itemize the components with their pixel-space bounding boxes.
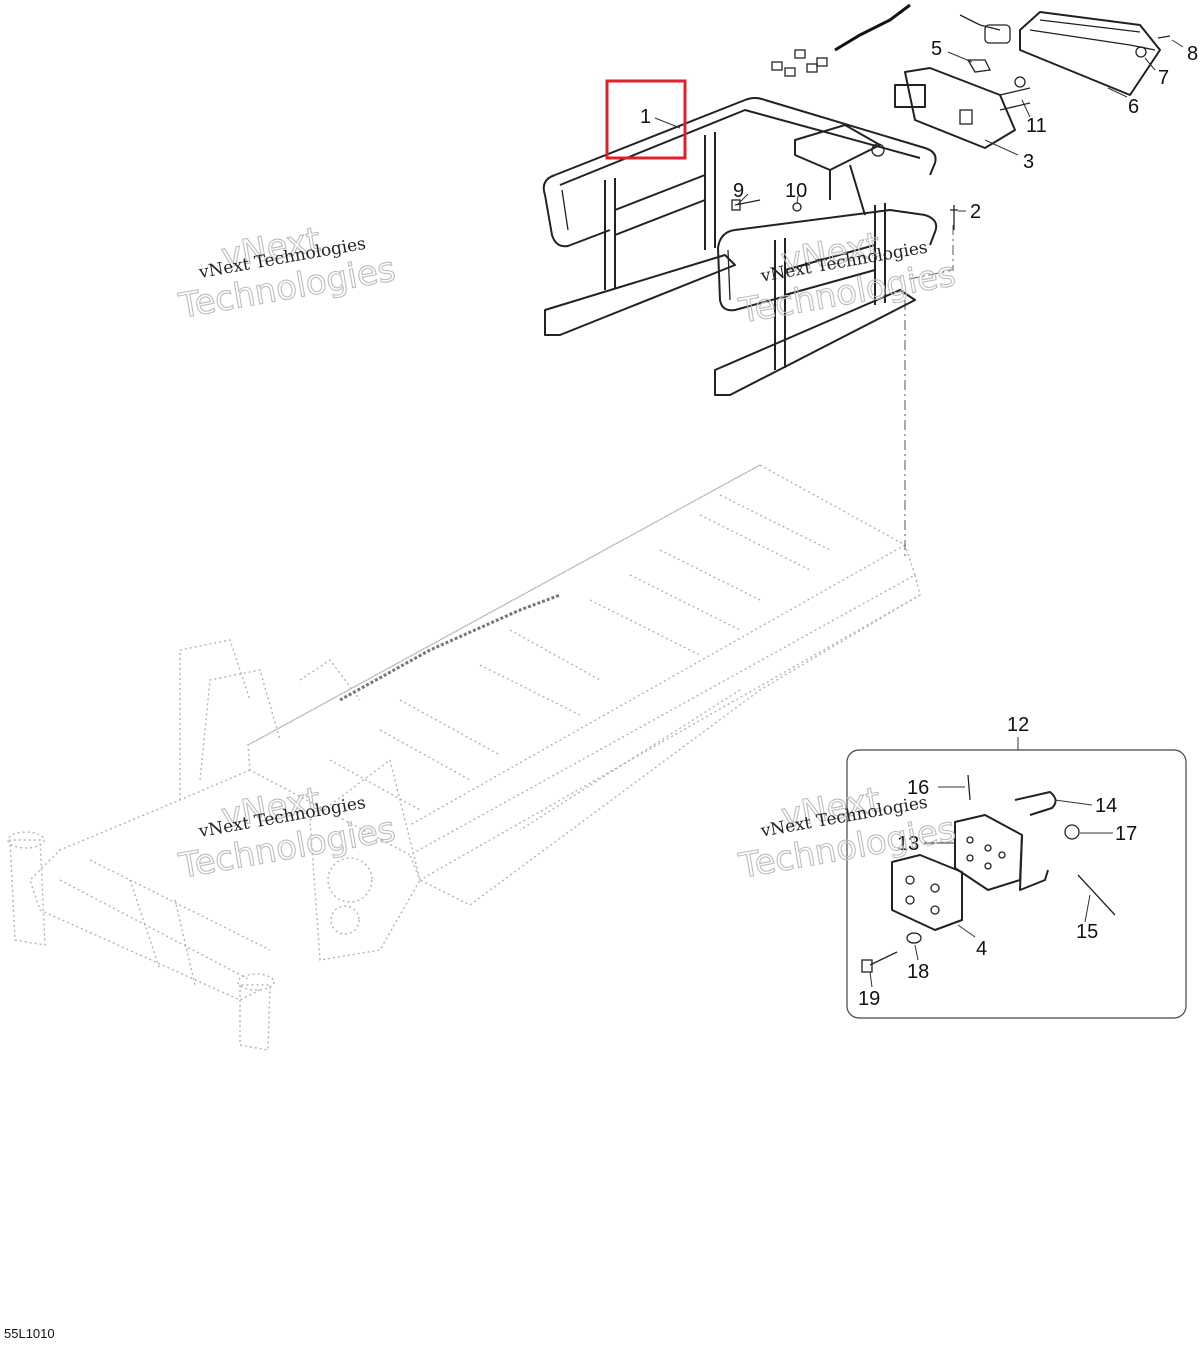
callout-10: 10 (785, 180, 807, 202)
leader-lines (654, 39, 1184, 988)
callout-14: 14 (1095, 795, 1117, 817)
callout-15: 15 (1076, 921, 1098, 943)
callout-13: 13 (897, 833, 919, 855)
callout-19: 19 (858, 988, 880, 1010)
hitch-plate-kit-inset (846, 737, 1187, 1019)
callout-5: 5 (931, 38, 942, 60)
tail-light-assembly (731, 3, 1171, 230)
callout-4: 4 (976, 938, 987, 960)
callout-1: 1 (640, 106, 651, 128)
callout-7: 7 (1158, 67, 1169, 89)
callout-12: 12 (1007, 714, 1029, 736)
rear-rack (542, 97, 938, 396)
callout-18: 18 (907, 961, 929, 983)
watermark-top-left: vNext Technologies vNext Technologies (175, 219, 399, 327)
callout-2: 2 (970, 201, 981, 223)
watermark-top-right: vNext Technologies vNext Technologies (735, 224, 959, 332)
watermark-bottom-left: vNext Technologies vNext Technologies (175, 779, 399, 887)
callout-16: 16 (907, 777, 929, 799)
figure-code: 55L1010 (4, 1326, 55, 1341)
highlight-box-callout-1 (605, 79, 687, 160)
callout-8: 8 (1187, 43, 1198, 65)
callout-17: 17 (1115, 823, 1137, 845)
callout-9: 9 (733, 180, 744, 202)
callout-labels: 1 2 3 4 5 6 7 8 9 10 11 12 13 14 15 16 1… (640, 38, 1198, 1010)
callout-3: 3 (1023, 151, 1034, 173)
callout-11: 11 (1026, 115, 1047, 137)
callout-6: 6 (1128, 96, 1139, 118)
ghost-vehicle-frame (7, 225, 954, 1051)
